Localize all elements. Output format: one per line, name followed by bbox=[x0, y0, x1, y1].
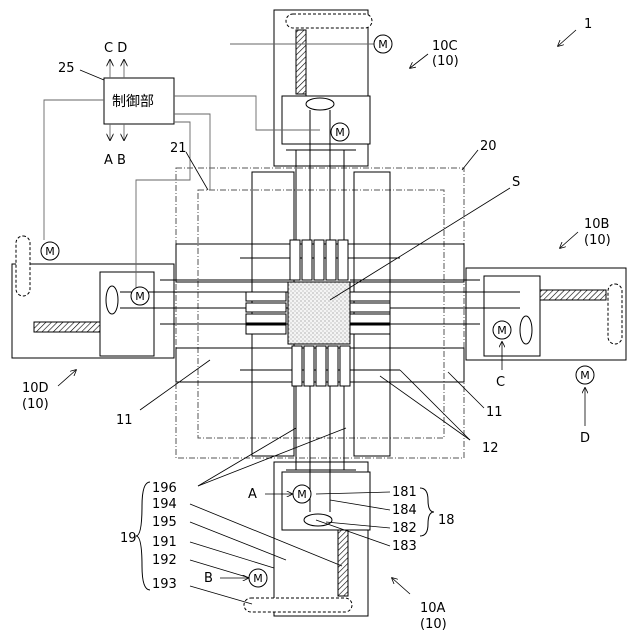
unit-10d-coupling bbox=[106, 286, 118, 314]
label-182: 182 bbox=[392, 521, 417, 536]
label-10b: 10B bbox=[584, 217, 609, 232]
label-18: 18 bbox=[438, 513, 455, 528]
label-184: 184 bbox=[392, 503, 417, 518]
label-c: C bbox=[496, 375, 505, 390]
brace-19 bbox=[136, 482, 150, 590]
label-11-right: 11 bbox=[486, 405, 503, 420]
unit-10a-rail bbox=[244, 598, 352, 612]
label-10c: 10C bbox=[432, 39, 458, 54]
motor-a: M bbox=[293, 485, 311, 503]
unit-10c-coupling bbox=[306, 98, 334, 110]
unit-10d-screw bbox=[34, 322, 100, 332]
motor-10d-rail: M bbox=[41, 242, 59, 260]
label-10d-sub: (10) bbox=[22, 397, 49, 412]
label-181: 181 bbox=[392, 485, 417, 500]
svg-text:M: M bbox=[297, 488, 307, 501]
label-10c-sub: (10) bbox=[432, 54, 459, 69]
specimen-s bbox=[288, 282, 350, 344]
label-11-left: 11 bbox=[116, 413, 133, 428]
label-s: S bbox=[512, 175, 520, 190]
label-194: 194 bbox=[152, 497, 177, 512]
label-10b-sub: (10) bbox=[584, 233, 611, 248]
controller-label: 制御部 bbox=[112, 94, 154, 110]
motor-b: M bbox=[249, 569, 267, 587]
motor-10b-slider: M bbox=[493, 321, 511, 339]
label-25: 25 bbox=[58, 61, 75, 76]
label-19: 19 bbox=[120, 531, 137, 546]
label-1: 1 bbox=[584, 17, 592, 32]
svg-text:M: M bbox=[335, 126, 345, 139]
label-10d: 10D bbox=[22, 381, 49, 396]
unit-10b-slider bbox=[484, 276, 540, 356]
label-d: D bbox=[580, 431, 590, 446]
unit-10b-rail bbox=[608, 284, 622, 344]
label-20: 20 bbox=[480, 139, 497, 154]
svg-text:M: M bbox=[580, 369, 590, 382]
label-193: 193 bbox=[152, 577, 177, 592]
unit-10d-rail bbox=[16, 236, 30, 296]
motor-10c-slider: M bbox=[331, 123, 349, 141]
svg-text:M: M bbox=[497, 324, 507, 337]
svg-text:M: M bbox=[378, 38, 388, 51]
signal-cd: C D bbox=[104, 41, 127, 56]
svg-text:M: M bbox=[135, 290, 145, 303]
label-a: A bbox=[248, 487, 257, 502]
unit-10b-coupling bbox=[520, 316, 532, 344]
label-195: 195 bbox=[152, 515, 177, 530]
motor-d: M bbox=[576, 366, 594, 384]
label-12: 12 bbox=[482, 441, 499, 456]
unit-10c-screw bbox=[296, 30, 306, 94]
label-192: 192 bbox=[152, 553, 177, 568]
svg-text:M: M bbox=[253, 572, 263, 585]
label-21: 21 bbox=[170, 141, 187, 156]
label-b: B bbox=[204, 571, 213, 586]
label-196: 196 bbox=[152, 481, 177, 496]
unit-10c-rail bbox=[286, 14, 372, 28]
brace-18 bbox=[420, 488, 434, 536]
signal-ab: A B bbox=[104, 153, 126, 168]
label-191: 191 bbox=[152, 535, 177, 550]
motor-10c-top: M bbox=[374, 35, 392, 53]
unit-10a-screw bbox=[338, 530, 348, 596]
motor-10d-slider: M bbox=[131, 287, 149, 305]
unit-10d-slider bbox=[100, 272, 154, 356]
unit-10b-screw bbox=[540, 290, 606, 300]
svg-text:M: M bbox=[45, 245, 55, 258]
label-10a: 10A bbox=[420, 601, 446, 616]
label-10a-sub: (10) bbox=[420, 617, 447, 632]
label-183: 183 bbox=[392, 539, 417, 554]
